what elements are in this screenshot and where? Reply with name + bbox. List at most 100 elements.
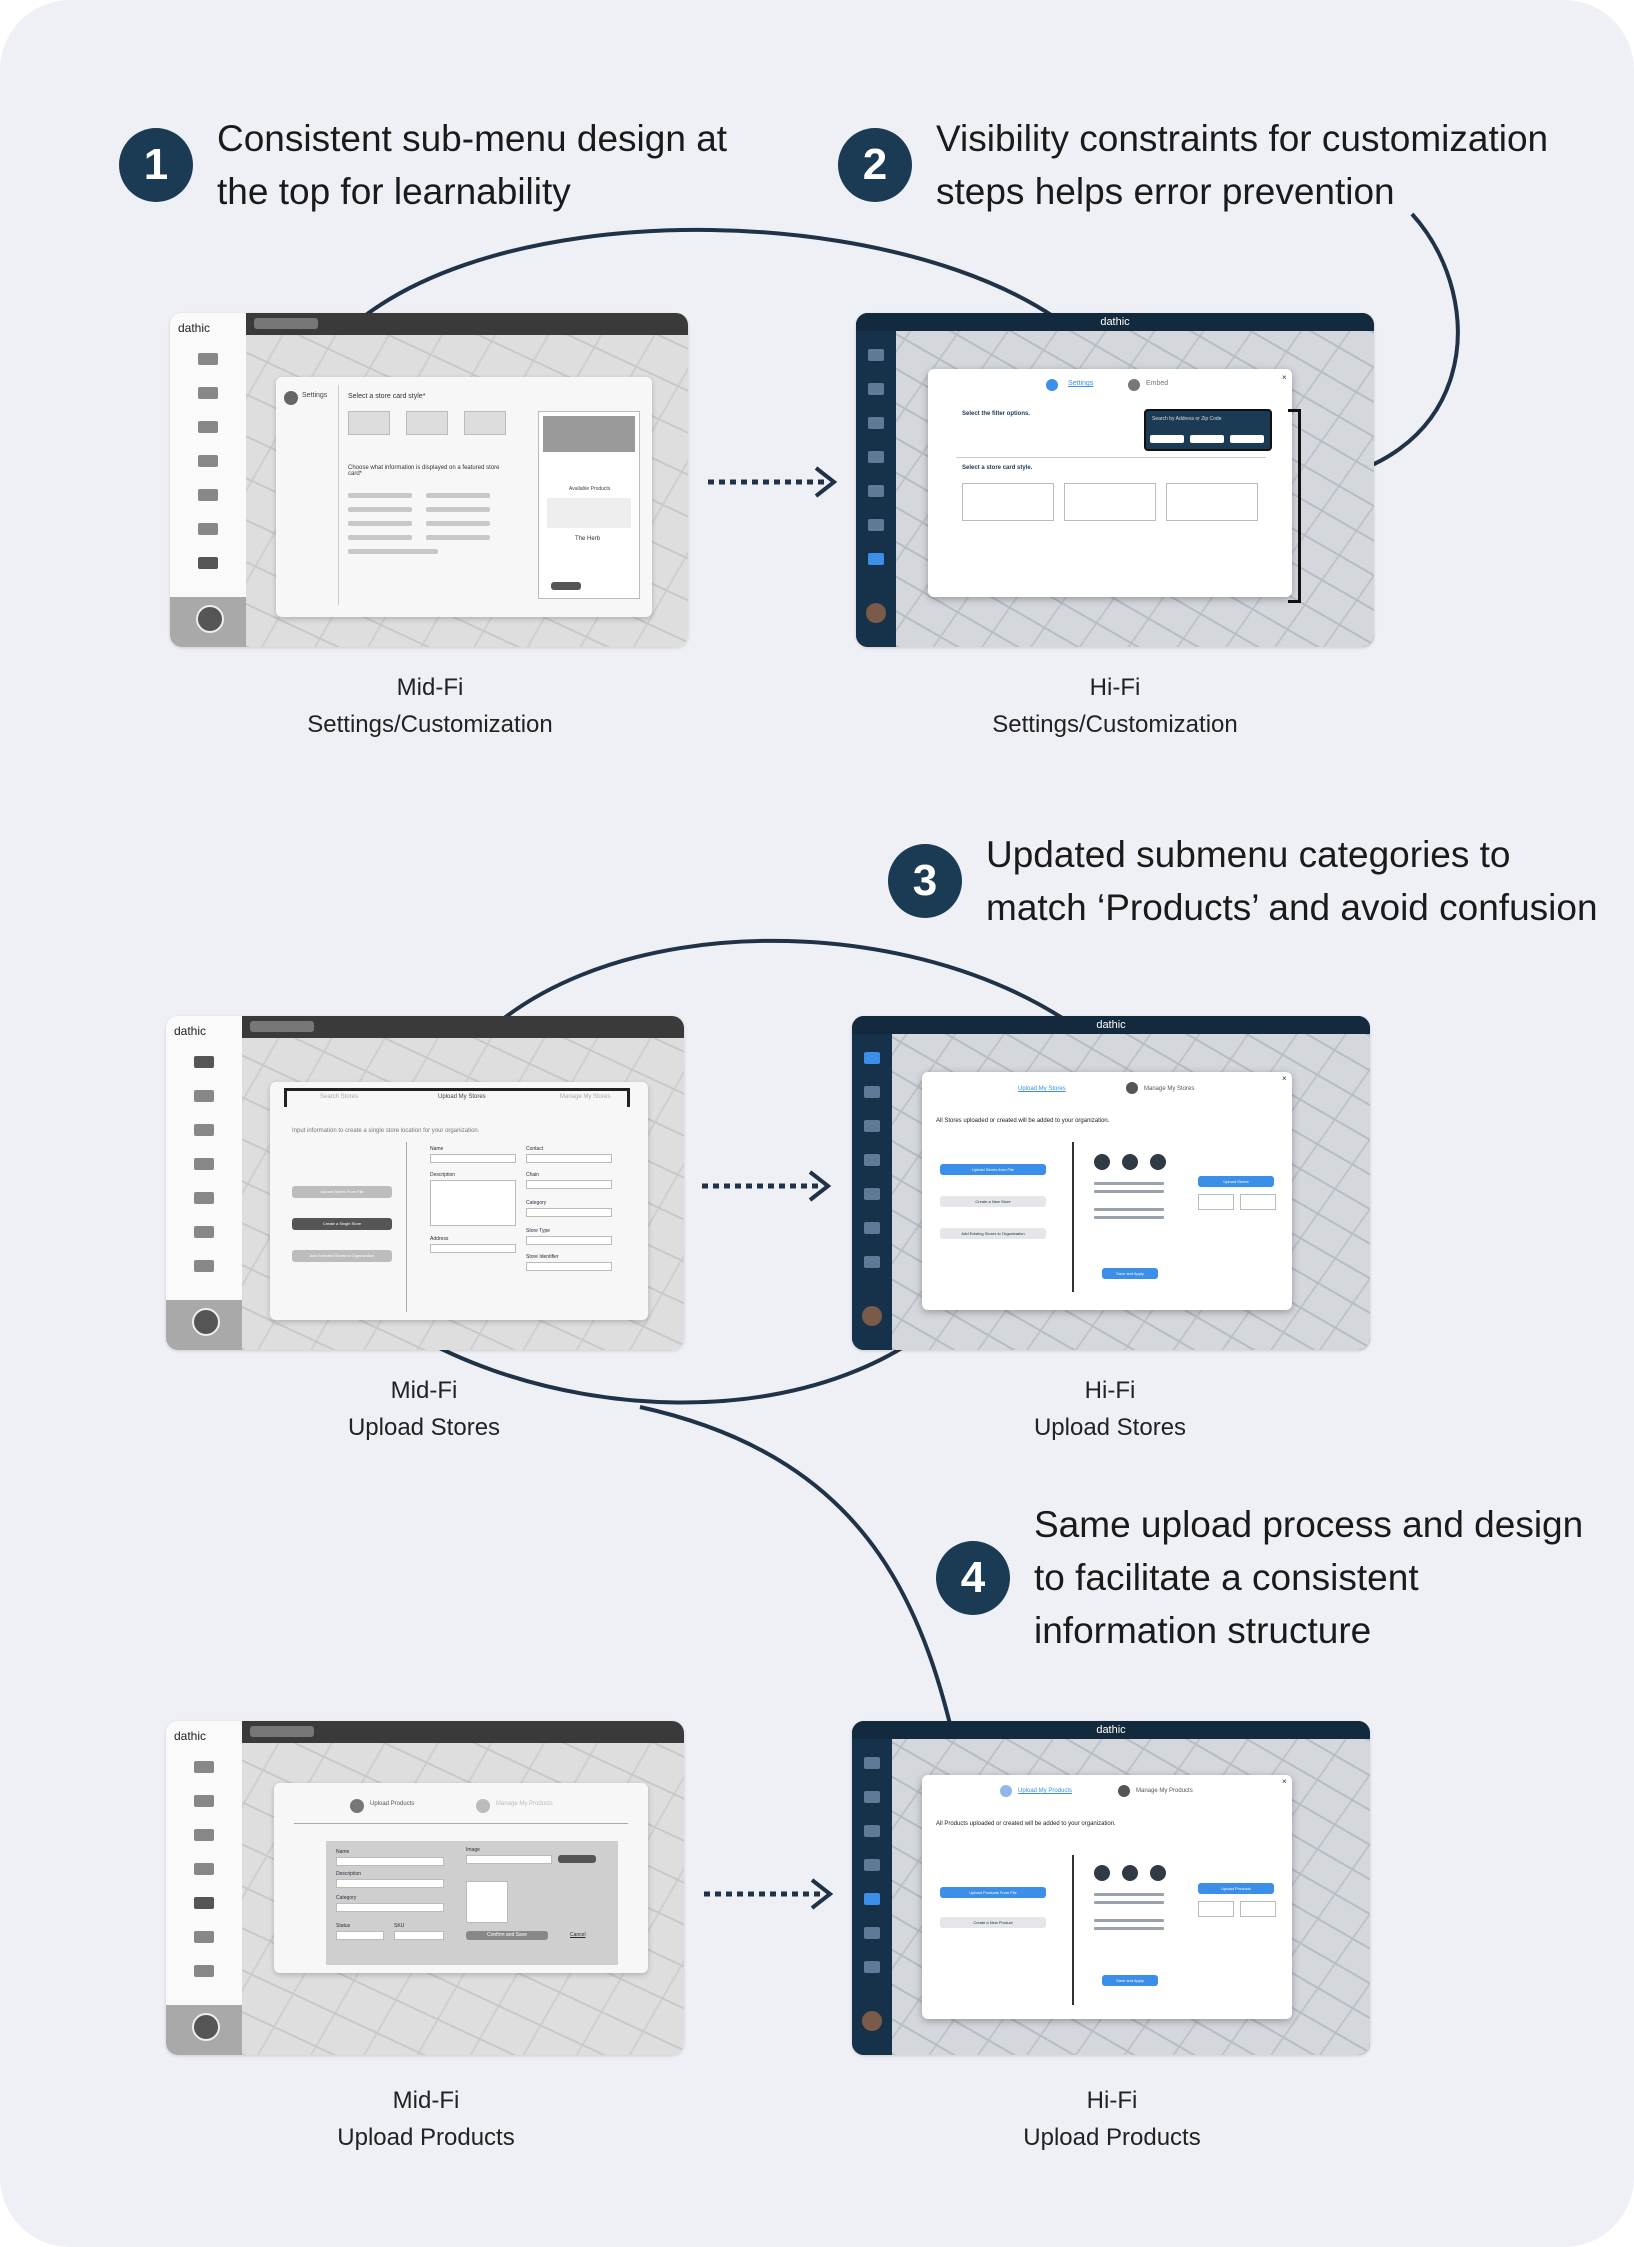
user-panel[interactable] [166,1300,242,1350]
checkbox-option[interactable] [426,493,490,498]
save-and-apply-button[interactable]: Save and Apply [1102,1268,1158,1279]
add-existing-stores-button[interactable]: Add Existing Stores to Organization [940,1228,1046,1239]
confirm-save-button[interactable]: Confirm and Save [466,1931,548,1940]
close-icon[interactable]: × [1282,1074,1287,1083]
reports-nav-icon[interactable] [868,519,884,531]
tab-manage-stores[interactable]: Manage My Stores [1144,1086,1195,1092]
card-style-option[interactable] [962,483,1054,521]
configure-nav-icon[interactable] [194,1260,214,1272]
location-nav-icon[interactable] [868,383,884,395]
stores-nav-icon[interactable] [198,353,218,365]
address-input[interactable] [430,1244,516,1253]
tab-settings[interactable]: Settings [1068,380,1094,387]
stores-nav-icon[interactable] [194,1056,214,1068]
sku-input[interactable] [394,1931,444,1940]
category-input[interactable] [336,1903,444,1912]
tab-embed[interactable]: Embed [1146,380,1169,387]
sales-nav-icon[interactable] [868,451,884,463]
marketing-nav-icon[interactable] [194,1124,214,1136]
avatar[interactable] [866,603,886,623]
csv-template-button[interactable] [1198,1901,1234,1917]
configure-nav-icon[interactable] [194,1965,214,1977]
settings-nav-icon[interactable] [864,1961,880,1973]
filter-dropdown[interactable] [1230,435,1264,443]
upload-products-button[interactable]: Upload Products [1198,1883,1274,1894]
search-input[interactable] [250,1726,314,1737]
settings-nav-icon[interactable] [868,553,884,565]
image-input[interactable] [466,1855,552,1864]
reports-nav-icon[interactable] [194,1226,214,1238]
checkbox-option[interactable] [348,507,412,512]
stores-nav-icon[interactable] [194,1761,214,1773]
location-nav-icon[interactable] [864,1086,880,1098]
tab-search-stores[interactable]: Search Stores [320,1094,359,1100]
checkbox-option[interactable] [348,493,412,498]
category-input[interactable] [526,1208,612,1217]
checkbox-option[interactable] [348,535,412,540]
sales-nav-icon[interactable] [194,1158,214,1170]
upload-stores-button[interactable]: Upload Stores [1198,1176,1274,1187]
chain-input[interactable] [526,1180,612,1189]
settings-nav-icon[interactable] [864,1256,880,1268]
configure-nav-icon[interactable] [198,557,218,569]
products-nav-icon[interactable] [194,1897,214,1909]
status-select[interactable] [336,1931,384,1940]
name-input[interactable] [430,1154,516,1163]
sales-nav-icon[interactable] [198,455,218,467]
location-nav-icon[interactable] [864,1791,880,1803]
reports-nav-icon[interactable] [864,1927,880,1939]
location-nav-icon[interactable] [198,387,218,399]
cancel-link[interactable]: Cancel [570,1932,586,1938]
marketing-nav-icon[interactable] [198,421,218,433]
upload-stores-from-file-button[interactable]: Upload Stores from File [940,1164,1046,1175]
marketing-nav-icon[interactable] [194,1829,214,1841]
name-input[interactable] [336,1857,444,1866]
marketing-nav-icon[interactable] [864,1825,880,1837]
search-input[interactable] [250,1021,314,1032]
card-style-option[interactable] [1166,483,1258,521]
close-icon[interactable]: × [1282,373,1287,382]
card-style-option[interactable] [464,411,506,435]
avatar[interactable] [862,2011,882,2031]
close-icon[interactable]: × [1282,1777,1287,1786]
card-style-option[interactable] [1064,483,1156,521]
checkbox-option[interactable] [426,507,490,512]
tab-upload-products[interactable]: Upload Products [370,1801,415,1807]
user-panel[interactable] [170,597,246,647]
sales-nav-icon[interactable] [864,1154,880,1166]
stores-nav-icon[interactable] [868,349,884,361]
upload-stores-button[interactable]: Upload Stores From File [292,1186,392,1198]
tab-manage-products[interactable]: Manage My Products [1136,1788,1193,1794]
user-panel[interactable] [166,2005,242,2055]
products-nav-icon[interactable] [864,1188,880,1200]
checkbox-option[interactable] [348,549,438,554]
filter-dropdown[interactable] [1150,435,1184,443]
checkbox-option[interactable] [348,521,412,526]
checkbox-option[interactable] [426,521,490,526]
upload-products-from-file-button[interactable]: Upload Products From File [940,1887,1046,1898]
excel-template-button[interactable] [1240,1194,1276,1210]
filter-dropdown[interactable] [1190,435,1224,443]
products-nav-icon[interactable] [194,1192,214,1204]
sales-nav-icon[interactable] [864,1859,880,1871]
excel-template-button[interactable] [1240,1901,1276,1917]
tab-upload-stores[interactable]: Upload My Stores [438,1094,486,1100]
avatar[interactable] [862,1306,882,1326]
store-identifier-input[interactable] [526,1262,612,1271]
products-nav-icon[interactable] [864,1893,880,1905]
reports-nav-icon[interactable] [864,1222,880,1234]
create-product-button[interactable]: Create a New Product [940,1917,1046,1928]
marketing-nav-icon[interactable] [864,1120,880,1132]
save-and-apply-button[interactable]: Save and Apply [1102,1975,1158,1986]
location-nav-icon[interactable] [194,1090,214,1102]
card-style-option[interactable] [348,411,390,435]
description-input[interactable] [336,1879,444,1888]
store-type-input[interactable] [526,1236,612,1245]
search-input[interactable] [254,318,318,329]
products-nav-icon[interactable] [198,489,218,501]
card-button[interactable] [551,582,581,590]
stores-nav-icon[interactable] [864,1757,880,1769]
csv-template-button[interactable] [1198,1194,1234,1210]
create-store-button[interactable]: Create a New Store [940,1196,1046,1207]
add-selected-button[interactable]: Add Selected Stores to Organization [292,1250,392,1262]
